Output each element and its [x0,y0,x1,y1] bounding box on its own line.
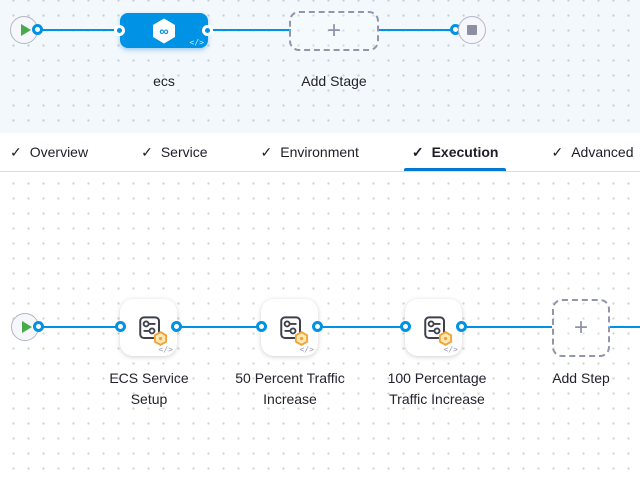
code-icon[interactable]: </> [158,345,173,354]
step-port-left[interactable] [400,321,411,332]
tab-label: Environment [280,144,359,160]
tab-overview[interactable]: ✓ Overview [10,133,88,171]
stage-graph-canvas[interactable]: ∞ </> ecs + Add Stage [0,0,640,133]
ecs-hexagon-badge-icon [438,330,452,346]
stage-label: ecs [153,73,175,89]
stage-node-port-right[interactable] [202,25,213,36]
connector-line [610,326,640,328]
execution-graph-canvas[interactable]: </> ECS Service Setup </> 50 Percent Tra… [0,172,640,480]
check-icon: ✓ [411,143,424,160]
step-label: ECS Service Setup [109,370,189,407]
play-icon [21,321,32,333]
step-settings-icon [423,315,445,339]
code-icon[interactable]: </> [299,345,314,354]
step-label: 50 Percent Traffic Increase [235,370,345,407]
active-tab-underline [403,168,507,171]
step-label: 100 Percentage Traffic Increase [387,370,487,407]
play-icon [20,24,31,36]
ecs-hexagon-badge-icon [294,330,308,346]
add-stage-label: Add Stage [301,73,367,89]
stage-config-tab-bar: ✓ Overview ✓ Service ✓ Environment ✓ Exe… [0,133,640,172]
execution-start-node[interactable] [11,313,39,341]
step-port-right[interactable] [312,321,323,332]
step-settings-icon [138,315,160,339]
connector-line [37,326,122,328]
connector-line [316,326,407,328]
pipeline-end-node[interactable] [458,16,486,44]
tab-advanced[interactable]: ✓ Advanced [551,133,633,171]
plus-icon: + [326,17,341,44]
add-step-button[interactable]: + [552,299,610,357]
check-icon: ✓ [551,143,564,160]
connector-line [36,29,122,31]
stage-node-ecs[interactable]: ∞ </> [120,13,208,48]
ecs-hexagon-badge-icon [153,330,167,346]
step-port-right[interactable] [456,321,467,332]
tab-environment[interactable]: ✓ Environment [261,133,359,171]
step-node-ecs-service-setup[interactable]: </> [120,299,177,356]
plus-icon: + [573,314,588,341]
tab-label: Overview [29,144,89,160]
connector-line [460,326,552,328]
step-node-100-percentage-traffic-increase[interactable]: </> [405,299,462,356]
tab-service[interactable]: ✓ Service [141,133,207,171]
svg-text:∞: ∞ [159,23,168,38]
step-port-left[interactable] [256,321,267,332]
stop-icon [467,25,477,35]
check-icon: ✓ [141,143,153,160]
tab-label: Service [160,144,208,160]
step-port-left[interactable] [115,321,126,332]
start-node-port[interactable] [33,321,44,332]
add-stage-button[interactable]: + [289,11,379,51]
tab-execution[interactable]: ✓ Execution [403,133,507,171]
connector-line [175,326,263,328]
stage-node-port-left[interactable] [114,25,125,36]
connector-line [377,29,455,31]
check-icon: ✓ [260,143,273,160]
step-settings-icon [279,315,301,339]
check-icon: ✓ [10,143,22,160]
connector-line [206,29,291,31]
tab-label: Execution [431,144,499,160]
harness-cd-icon: ∞ [153,18,175,43]
code-icon[interactable]: </> [189,38,204,47]
add-step-label: Add Step [552,370,610,386]
step-node-50-percent-traffic-increase[interactable]: </> [261,299,318,356]
tab-label: Advanced [571,144,634,160]
code-icon[interactable]: </> [443,345,458,354]
step-port-right[interactable] [171,321,182,332]
start-node-port[interactable] [32,24,43,35]
